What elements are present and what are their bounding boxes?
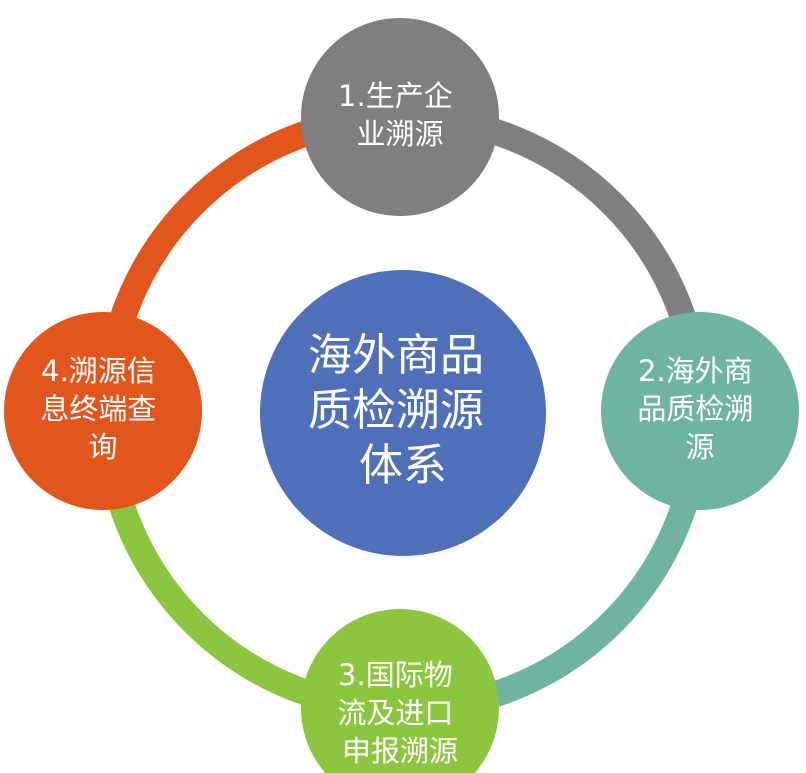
node-1-production-enterprise: 1.生产企 业溯源	[301, 18, 499, 216]
center-label-line: 海外商品	[308, 330, 484, 381]
node-4-terminal-query: 4.溯源信 息终端查 询	[4, 312, 202, 510]
node-4-label: 4.溯源信 息终端查 询	[40, 354, 165, 464]
node-3-label-line: 3.国际物	[338, 658, 453, 692]
node-1-label: 1.生产企 业溯源	[338, 79, 462, 151]
node-4-circle	[4, 312, 202, 510]
node-1-circle	[301, 18, 499, 216]
center-label: 海外商品 质检溯源 体系	[308, 330, 498, 491]
node-4-label-line: 4.溯源信	[41, 354, 156, 388]
node-3-label-line: 申报溯源	[342, 734, 458, 768]
node-4-label-line: 询	[88, 430, 117, 464]
center-label-line: 质检溯源	[308, 385, 484, 436]
node-3-logistics-import-declaration: 3.国际物 流及进口 申报溯源	[301, 609, 499, 773]
node-3-label-line: 流及进口	[337, 696, 453, 730]
node-2-label-line: 品质检溯	[637, 392, 753, 426]
node-3-circle	[301, 609, 499, 773]
center-label-line: 体系	[359, 440, 447, 491]
node-1-label-line: 1.生产企	[338, 79, 453, 113]
node-3-label: 3.国际物 流及进口 申报溯源	[337, 658, 462, 768]
center-circle	[260, 270, 546, 556]
center-node: 海外商品 质检溯源 体系	[260, 270, 546, 556]
node-2-label-line: 2.海外商	[638, 354, 753, 388]
node-1-label-line: 业溯源	[356, 117, 443, 151]
node-2-circle	[601, 312, 799, 510]
node-2-label: 2.海外商 品质检溯 源	[637, 354, 762, 464]
node-4-label-line: 息终端查	[40, 392, 156, 426]
node-2-overseas-quality-inspection: 2.海外商 品质检溯 源	[601, 312, 799, 510]
node-2-label-line: 源	[685, 430, 714, 464]
